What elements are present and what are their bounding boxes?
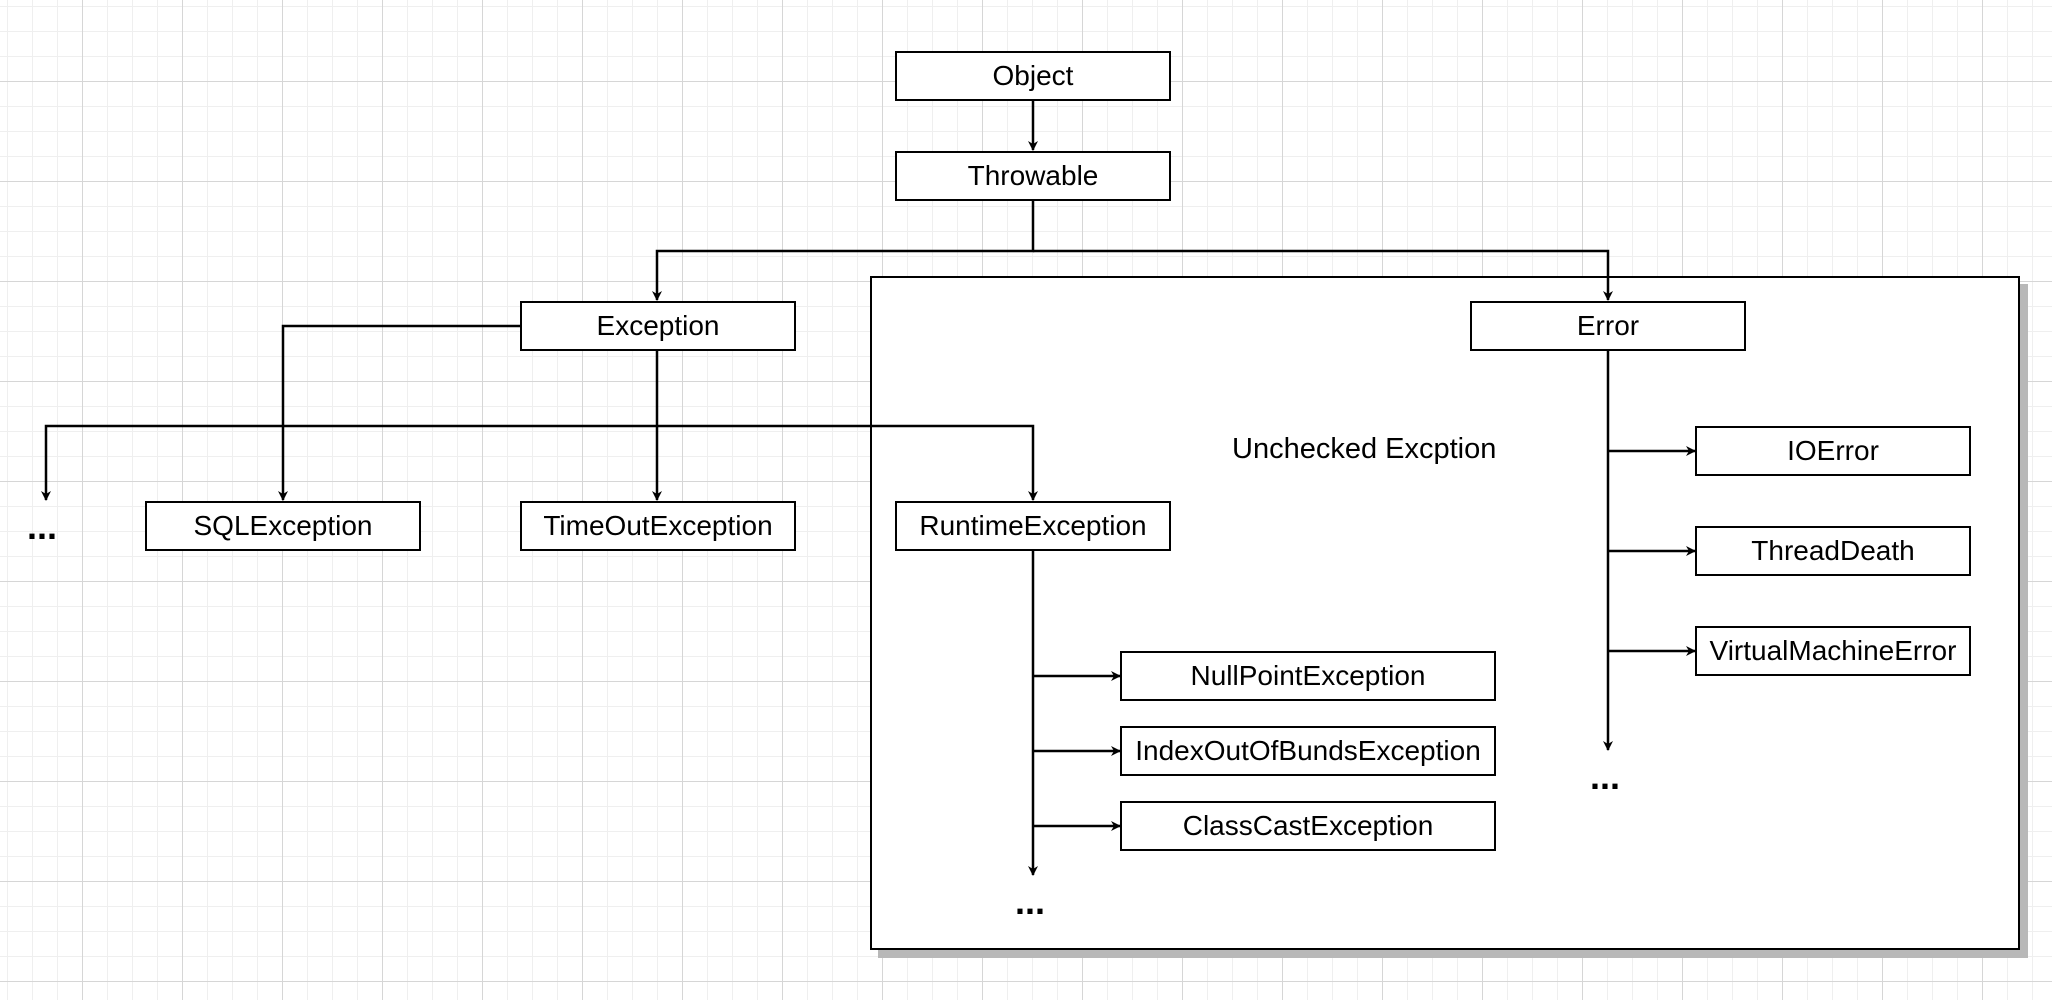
region-label: Unchecked Excption bbox=[1232, 433, 1497, 465]
ellipsis-exception-more: ... bbox=[27, 506, 58, 547]
edge-exception-sql bbox=[278, 324, 520, 501]
node-error[interactable]: Error bbox=[1470, 301, 1746, 351]
node-io-error[interactable]: IOError bbox=[1695, 426, 1971, 476]
node-sql-exception[interactable]: SQLException bbox=[145, 501, 421, 551]
ellipsis-runtime-more: ... bbox=[1015, 881, 1046, 922]
ellipsis-error-more: ... bbox=[1590, 756, 1621, 797]
edge-throwable-error bbox=[1033, 249, 1613, 301]
node-throwable[interactable]: Throwable bbox=[895, 151, 1171, 201]
node-class-cast-exception[interactable]: ClassCastException bbox=[1120, 801, 1496, 851]
node-virtual-machine-error[interactable]: VirtualMachineError bbox=[1695, 626, 1971, 676]
node-null-point-exception[interactable]: NullPointException bbox=[1120, 651, 1496, 701]
edge-exception-runtime bbox=[657, 424, 1038, 501]
node-runtime-exception[interactable]: RuntimeException bbox=[895, 501, 1171, 551]
node-index-out-of-bunds-exception[interactable]: IndexOutOfBundsException bbox=[1120, 726, 1496, 776]
node-object[interactable]: Object bbox=[895, 51, 1171, 101]
node-timeout-exception[interactable]: TimeOutException bbox=[520, 501, 796, 551]
node-exception[interactable]: Exception bbox=[520, 301, 796, 351]
edge-throwable-exception bbox=[652, 201, 1035, 301]
edge-exception-more bbox=[41, 424, 657, 501]
node-thread-death[interactable]: ThreadDeath bbox=[1695, 526, 1971, 576]
